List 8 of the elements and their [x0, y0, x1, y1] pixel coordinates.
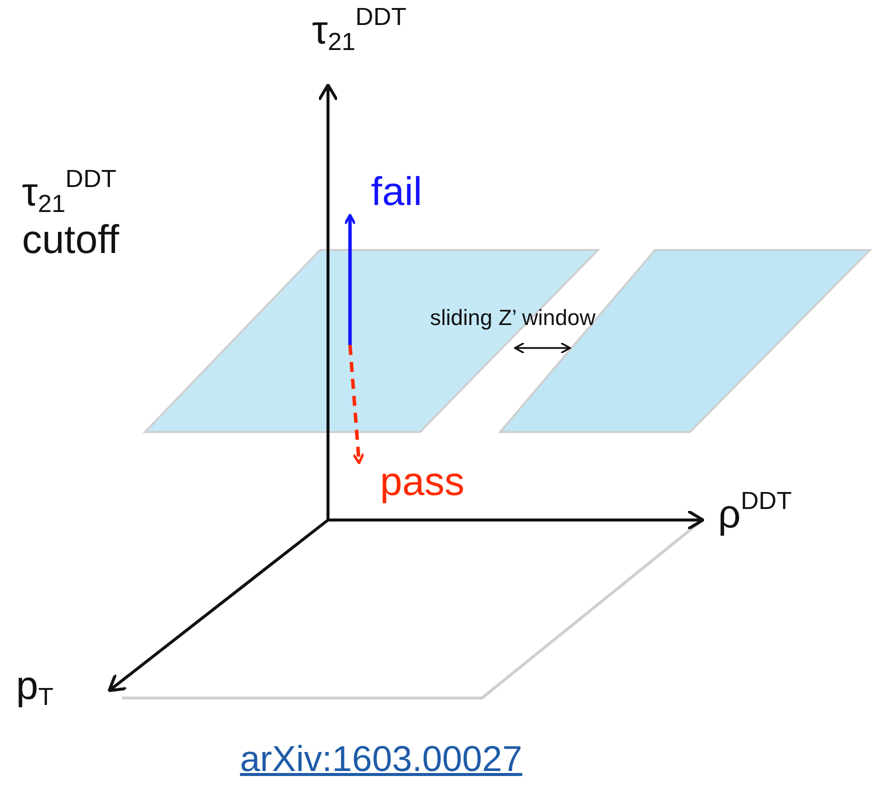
axis-label: ρ$^{DDT}$ [718, 488, 792, 537]
state-label: fail [371, 172, 422, 212]
reference-link: arXiv:1603.00027 [240, 738, 522, 780]
arrow [344, 214, 356, 345]
window-label: sliding Z’ window [430, 306, 596, 330]
axis-label: p$_{T}$ [16, 664, 54, 712]
arrow [348, 344, 365, 464]
state-label: pass [380, 462, 464, 502]
